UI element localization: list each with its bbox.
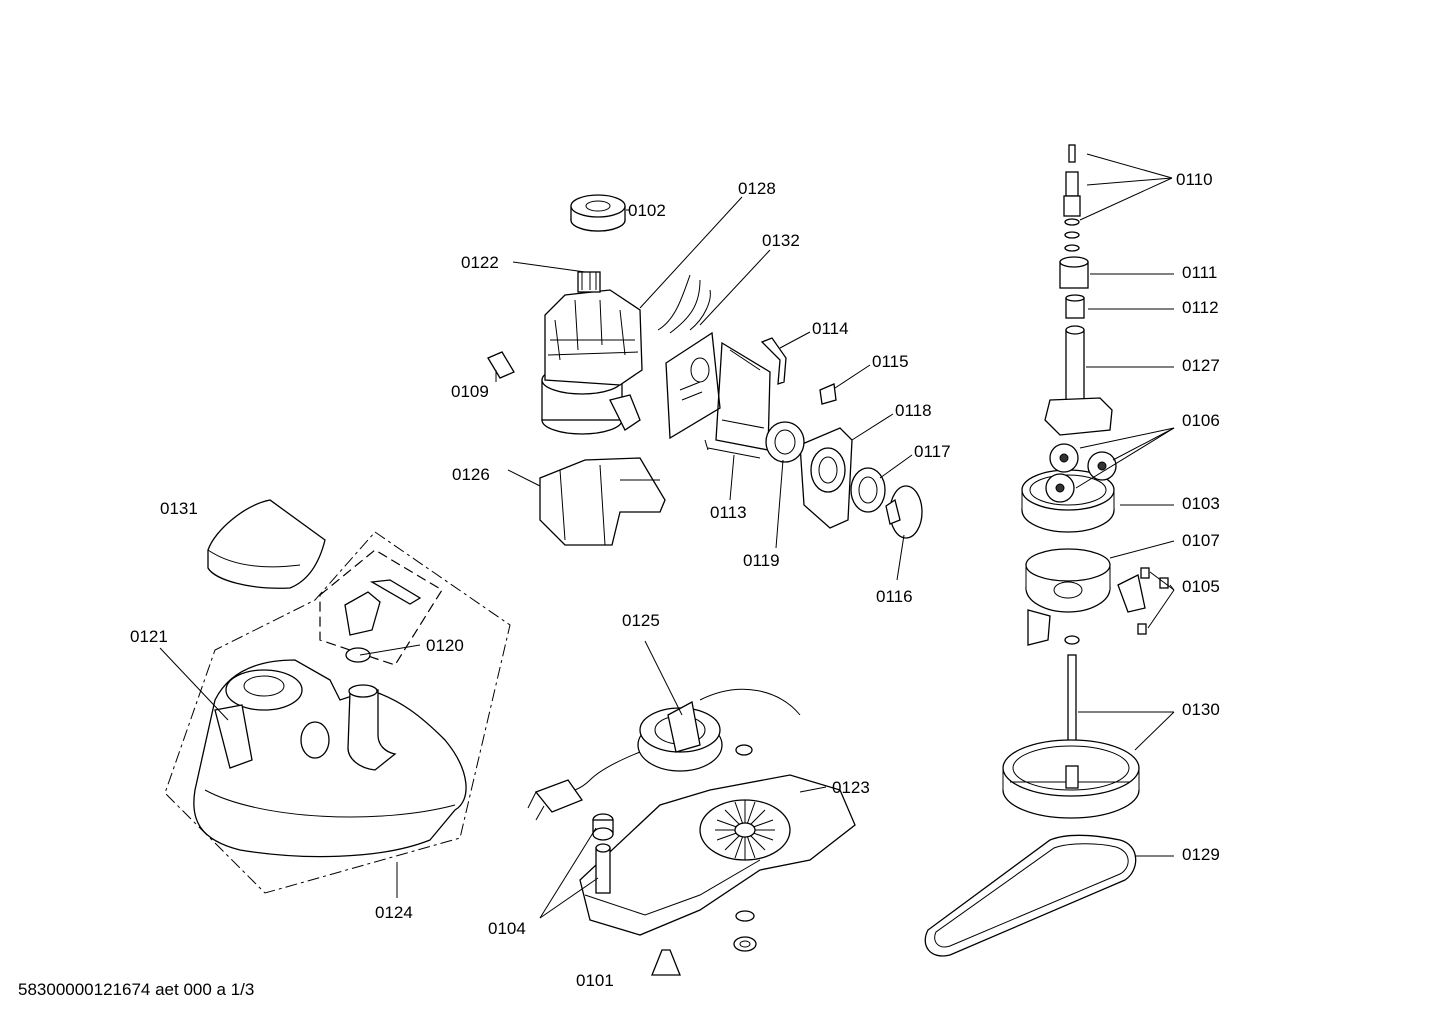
label-0124: 0124 bbox=[375, 903, 413, 922]
power-cord bbox=[527, 751, 641, 821]
part-0125-drive bbox=[637, 688, 801, 772]
label-0125: 0125 bbox=[622, 611, 660, 630]
label-0110: 0110 bbox=[1176, 170, 1213, 189]
part-0129-belt bbox=[924, 834, 1137, 957]
part-0114-clip bbox=[760, 337, 787, 385]
document-footer-id: 58300000121674 aet 000 a 1/3 bbox=[18, 980, 255, 999]
label-0105: 0105 bbox=[1182, 577, 1220, 596]
label-0128: 0128 bbox=[738, 179, 776, 198]
part-0104-feet bbox=[592, 813, 614, 894]
label-0104: 0104 bbox=[488, 919, 526, 938]
label-0123: 0123 bbox=[832, 778, 870, 797]
label-0114: 0114 bbox=[812, 319, 849, 338]
label-0107: 0107 bbox=[1182, 531, 1220, 550]
part-0131-lid bbox=[207, 499, 326, 589]
label-0120: 0120 bbox=[426, 636, 464, 655]
part-0115-clip bbox=[819, 383, 837, 405]
label-0127: 0127 bbox=[1182, 356, 1220, 375]
leader-lines bbox=[159, 153, 1175, 919]
label-0126: 0126 bbox=[452, 465, 490, 484]
label-0131: 0131 bbox=[160, 499, 198, 518]
label-0116: 0116 bbox=[876, 587, 913, 606]
part-0101-foot bbox=[651, 910, 757, 976]
part-0116-knob bbox=[885, 485, 923, 539]
part-0126-cover bbox=[539, 457, 666, 546]
label-0130: 0130 bbox=[1182, 700, 1220, 719]
label-0111: 0111 bbox=[1182, 263, 1217, 282]
label-0115: 0115 bbox=[872, 352, 909, 371]
part-0122-motor bbox=[541, 271, 643, 435]
label-0112: 0112 bbox=[1182, 298, 1219, 317]
label-0129: 0129 bbox=[1182, 845, 1220, 864]
part-0123-base bbox=[579, 774, 856, 936]
label-0113: 0113 bbox=[710, 503, 747, 522]
label-0118: 0118 bbox=[895, 401, 932, 420]
part-0111-coupling bbox=[1059, 256, 1089, 289]
part-0117-ring bbox=[850, 467, 886, 513]
part-0109-block bbox=[487, 351, 515, 379]
part-0132-pcb bbox=[657, 274, 721, 440]
part-0124-outline bbox=[164, 531, 511, 894]
label-0122: 0122 bbox=[461, 253, 499, 272]
part-0112-sleeve bbox=[1065, 294, 1085, 319]
label-0103: 0103 bbox=[1182, 494, 1220, 513]
label-0101: 0101 bbox=[576, 971, 614, 990]
label-0132: 0132 bbox=[762, 231, 800, 250]
part-0119-ring bbox=[765, 421, 805, 463]
part-0107-housing bbox=[1025, 548, 1146, 646]
part-0118-plate bbox=[799, 427, 853, 529]
label-0121: 0121 bbox=[130, 627, 168, 646]
part-0110-shaft bbox=[1063, 144, 1081, 252]
part-0120-switch bbox=[319, 549, 443, 666]
part-0102-ring bbox=[570, 194, 626, 232]
label-0119: 0119 bbox=[743, 551, 780, 570]
part-0106-gears bbox=[1045, 443, 1117, 503]
label-0117: 0117 bbox=[914, 442, 951, 461]
part-0127-spindle bbox=[1044, 325, 1113, 436]
part-0130-pulley bbox=[1002, 654, 1140, 819]
label-0102: 0102 bbox=[628, 201, 666, 220]
label-0106: 0106 bbox=[1182, 411, 1220, 430]
part-labels: 0102 0128 0122 0132 0109 0114 0115 0118 … bbox=[130, 170, 1220, 990]
label-0109: 0109 bbox=[451, 382, 489, 401]
